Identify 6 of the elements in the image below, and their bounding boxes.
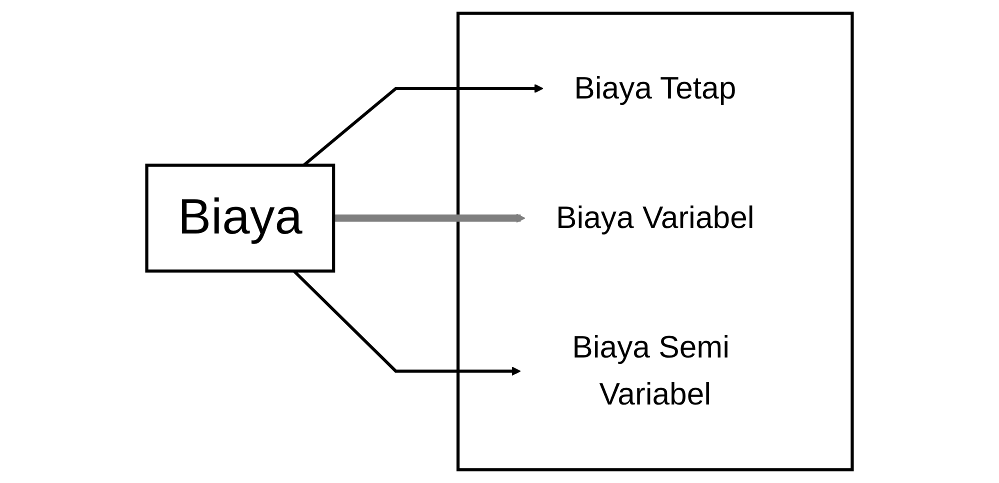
node-text: Biaya Semi Variabel xyxy=(572,330,730,412)
cluster xyxy=(456,12,854,472)
node-text: Biaya Variabel xyxy=(556,201,754,236)
node-text: Biaya Tetap xyxy=(574,71,736,106)
node-box: Biaya xyxy=(145,164,336,273)
arrow xyxy=(334,214,526,223)
